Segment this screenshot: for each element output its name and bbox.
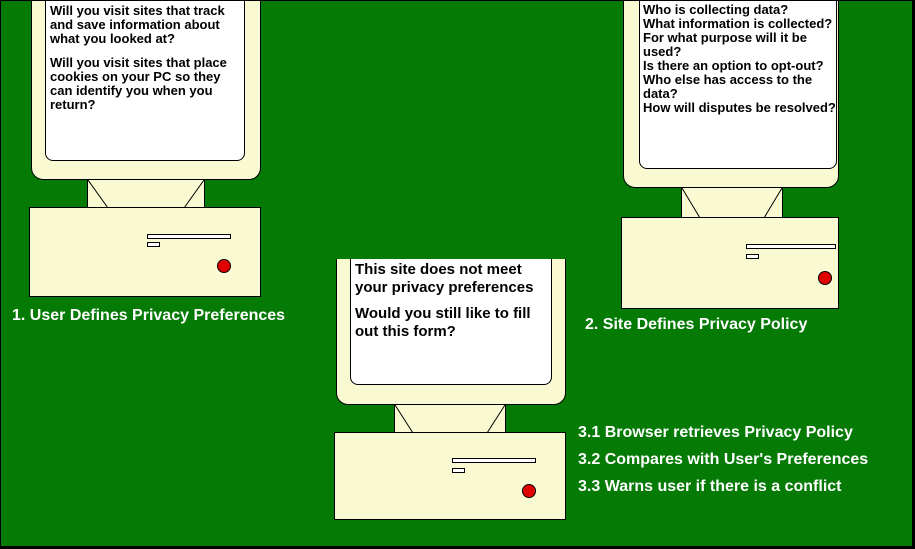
site-screen: Who is collecting data? What information…	[639, 1, 837, 169]
site-screen-line-3: For what purpose will it be used?	[643, 30, 807, 59]
user-screen-question-1: Will you visit sites that track and save…	[50, 3, 225, 46]
browser-system-unit	[334, 432, 566, 520]
site-system-unit	[621, 217, 839, 309]
site-caption: 2. Site Defines Privacy Policy	[585, 316, 808, 333]
drive-slot-long	[452, 458, 536, 463]
user-monitor-stand	[87, 179, 205, 209]
drive-slot-short	[746, 254, 759, 259]
user-caption: 1. User Defines Privacy Preferences	[12, 307, 286, 324]
browser-monitor: This site does not meet your privacy pre…	[336, 259, 566, 405]
user-system-unit	[29, 207, 261, 297]
privacy-warning-question: Would you still like to fill out this fo…	[355, 305, 531, 340]
site-monitor: Who is collecting data? What information…	[623, 1, 839, 188]
privacy-warning-message: This site does not meet your privacy pre…	[355, 261, 534, 296]
step-3-1: 3.1 Browser retrieves Privacy Policy	[578, 424, 853, 441]
drive-slot-long	[746, 244, 836, 249]
power-light	[818, 271, 832, 285]
drive-slot-long	[147, 234, 231, 239]
site-screen-line-6: How will disputes be resolved?	[643, 100, 836, 115]
drive-slot-short	[147, 242, 160, 247]
user-screen-question-2: Will you visit sites that place cookies …	[50, 55, 227, 112]
site-computer: Who is collecting data? What information…	[621, 1, 841, 311]
site-screen-line-1: Who is collecting data?	[643, 2, 789, 17]
user-screen: Will you visit sites that track and save…	[45, 1, 245, 161]
step-3-3: 3.3 Warns user if there is a conflict	[578, 478, 842, 495]
browser-monitor-stand	[394, 404, 506, 434]
user-computer: Will you visit sites that track and save…	[29, 1, 263, 301]
power-light	[522, 484, 536, 498]
user-monitor: Will you visit sites that track and save…	[31, 1, 261, 180]
step-3-2: 3.2 Compares with User's Preferences	[578, 451, 869, 468]
site-screen-line-2: What information is collected?	[643, 16, 833, 31]
browser-computer: This site does not meet your privacy pre…	[334, 259, 568, 521]
drive-slot-short	[452, 468, 465, 473]
site-monitor-stand	[681, 187, 783, 219]
site-screen-line-4: Is there an option to opt-out?	[643, 58, 824, 73]
power-light	[217, 259, 231, 273]
site-screen-line-5: Who else has access to the data?	[643, 72, 813, 101]
browser-screen: This site does not meet your privacy pre…	[350, 259, 552, 385]
